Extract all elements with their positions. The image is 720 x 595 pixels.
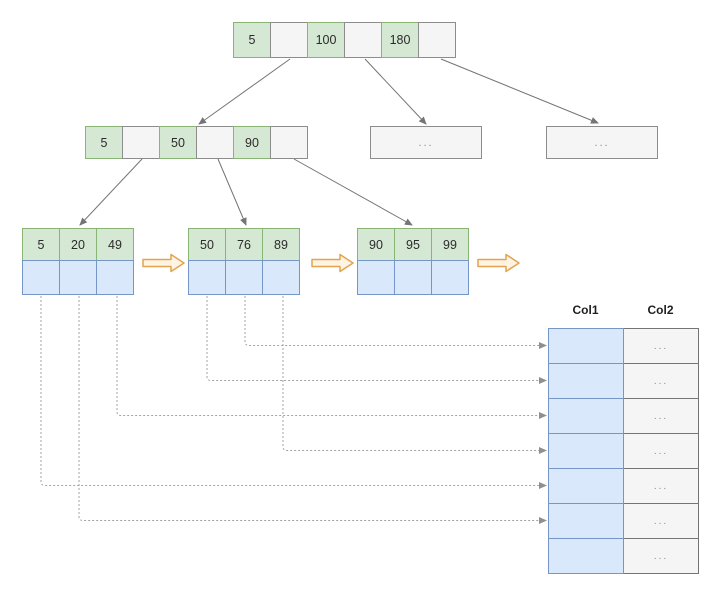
table-cell-col2: ...	[623, 433, 699, 469]
table-cell-col2: ...	[623, 538, 699, 574]
leaf-record-row	[357, 260, 469, 295]
leaf-record-pointer-cell	[22, 260, 60, 295]
btree-node-ellipsis-1: ...	[370, 126, 482, 159]
key-cell: 5	[85, 126, 123, 159]
leaf-key-cell: 90	[357, 228, 395, 261]
record-pointer-edge-89-row4	[282, 296, 547, 454]
table-cell-col1	[548, 503, 624, 539]
btree-root-node: 5 100 180	[233, 22, 456, 58]
leaf-link-next-arrow-icon	[311, 253, 354, 273]
table-cell-col1	[548, 398, 624, 434]
leaf-key-cell: 49	[96, 228, 134, 261]
leaf-key-cell: 50	[188, 228, 226, 261]
record-pointer-edge-76-row1	[244, 296, 547, 349]
leaf-key-cell: 5	[22, 228, 60, 261]
key-cell: 100	[307, 22, 345, 58]
pointer-cell	[344, 22, 382, 58]
table-col1-header: Col1	[572, 303, 599, 317]
leaf-key-cell: 95	[394, 228, 432, 261]
table-row: ...	[548, 433, 699, 469]
leaf-record-row	[22, 260, 134, 295]
tree-edge-root-to-ellipsis-1	[364, 58, 427, 125]
table-row: ...	[548, 328, 699, 364]
leaf-record-pointer-cell	[262, 260, 300, 295]
table-cell-col1	[548, 433, 624, 469]
table-cell-col1	[548, 328, 624, 364]
leaf-record-pointer-cell	[96, 260, 134, 295]
table-cell-col2: ...	[623, 328, 699, 364]
btree-leaf-node-2: 50 76 89	[188, 228, 300, 295]
record-pointer-edge-5-row5	[40, 296, 547, 489]
leaf-key-row: 5 20 49	[22, 228, 134, 261]
record-pointer-edge-50-row2	[206, 296, 547, 384]
leaf-record-pointer-cell	[59, 260, 97, 295]
record-pointer-edge-49-row3	[116, 296, 547, 419]
btree-node-ellipsis-2: ...	[546, 126, 658, 159]
table-cell-col1	[548, 538, 624, 574]
leaf-record-pointer-cell	[431, 260, 469, 295]
leaf-record-row	[188, 260, 300, 295]
key-cell: 5	[233, 22, 271, 58]
tree-edge-internal-to-leaf-3	[293, 158, 413, 226]
tree-edge-internal-to-leaf-1	[79, 158, 143, 226]
leaf-key-row: 90 95 99	[357, 228, 469, 261]
record-table: ... ... ... ... ... ...	[548, 328, 699, 574]
table-cell-col2: ...	[623, 363, 699, 399]
leaf-link-next-arrow-icon	[142, 253, 185, 273]
leaf-record-pointer-cell	[188, 260, 226, 295]
leaf-key-cell: 76	[225, 228, 263, 261]
key-cell: 90	[233, 126, 271, 159]
btree-leaf-node-1: 5 20 49	[22, 228, 134, 295]
table-col2-header: Col2	[647, 303, 674, 317]
leaf-key-cell: 20	[59, 228, 97, 261]
key-cell: 180	[381, 22, 419, 58]
table-cell-col2: ...	[623, 398, 699, 434]
table-row: ...	[548, 363, 699, 399]
table-row: ...	[548, 398, 699, 434]
tree-edge-root-to-ellipsis-2	[440, 58, 599, 124]
btree-leaf-node-3: 90 95 99	[357, 228, 469, 295]
pointer-cell	[418, 22, 456, 58]
leaf-record-pointer-cell	[394, 260, 432, 295]
record-pointer-edge-20-row6	[78, 296, 547, 524]
key-cell: 50	[159, 126, 197, 159]
leaf-key-cell: 89	[262, 228, 300, 261]
tree-edge-internal-to-leaf-2	[217, 158, 247, 226]
pointer-cell	[270, 22, 308, 58]
leaf-link-next-arrow-icon	[477, 253, 520, 273]
pointer-cell	[196, 126, 234, 159]
table-cell-col2: ...	[623, 468, 699, 504]
btree-internal-node: 5 50 90	[85, 126, 308, 159]
leaf-record-pointer-cell	[357, 260, 395, 295]
pointer-cell	[122, 126, 160, 159]
leaf-key-row: 50 76 89	[188, 228, 300, 261]
leaf-record-pointer-cell	[225, 260, 263, 295]
table-cell-col2: ...	[623, 503, 699, 539]
pointer-cell	[270, 126, 308, 159]
table-cell-col1	[548, 363, 624, 399]
tree-edge-root-to-internal	[198, 58, 291, 125]
table-row: ...	[548, 503, 699, 539]
leaf-key-cell: 99	[431, 228, 469, 261]
table-cell-col1	[548, 468, 624, 504]
table-row: ...	[548, 468, 699, 504]
table-row: ...	[548, 538, 699, 574]
